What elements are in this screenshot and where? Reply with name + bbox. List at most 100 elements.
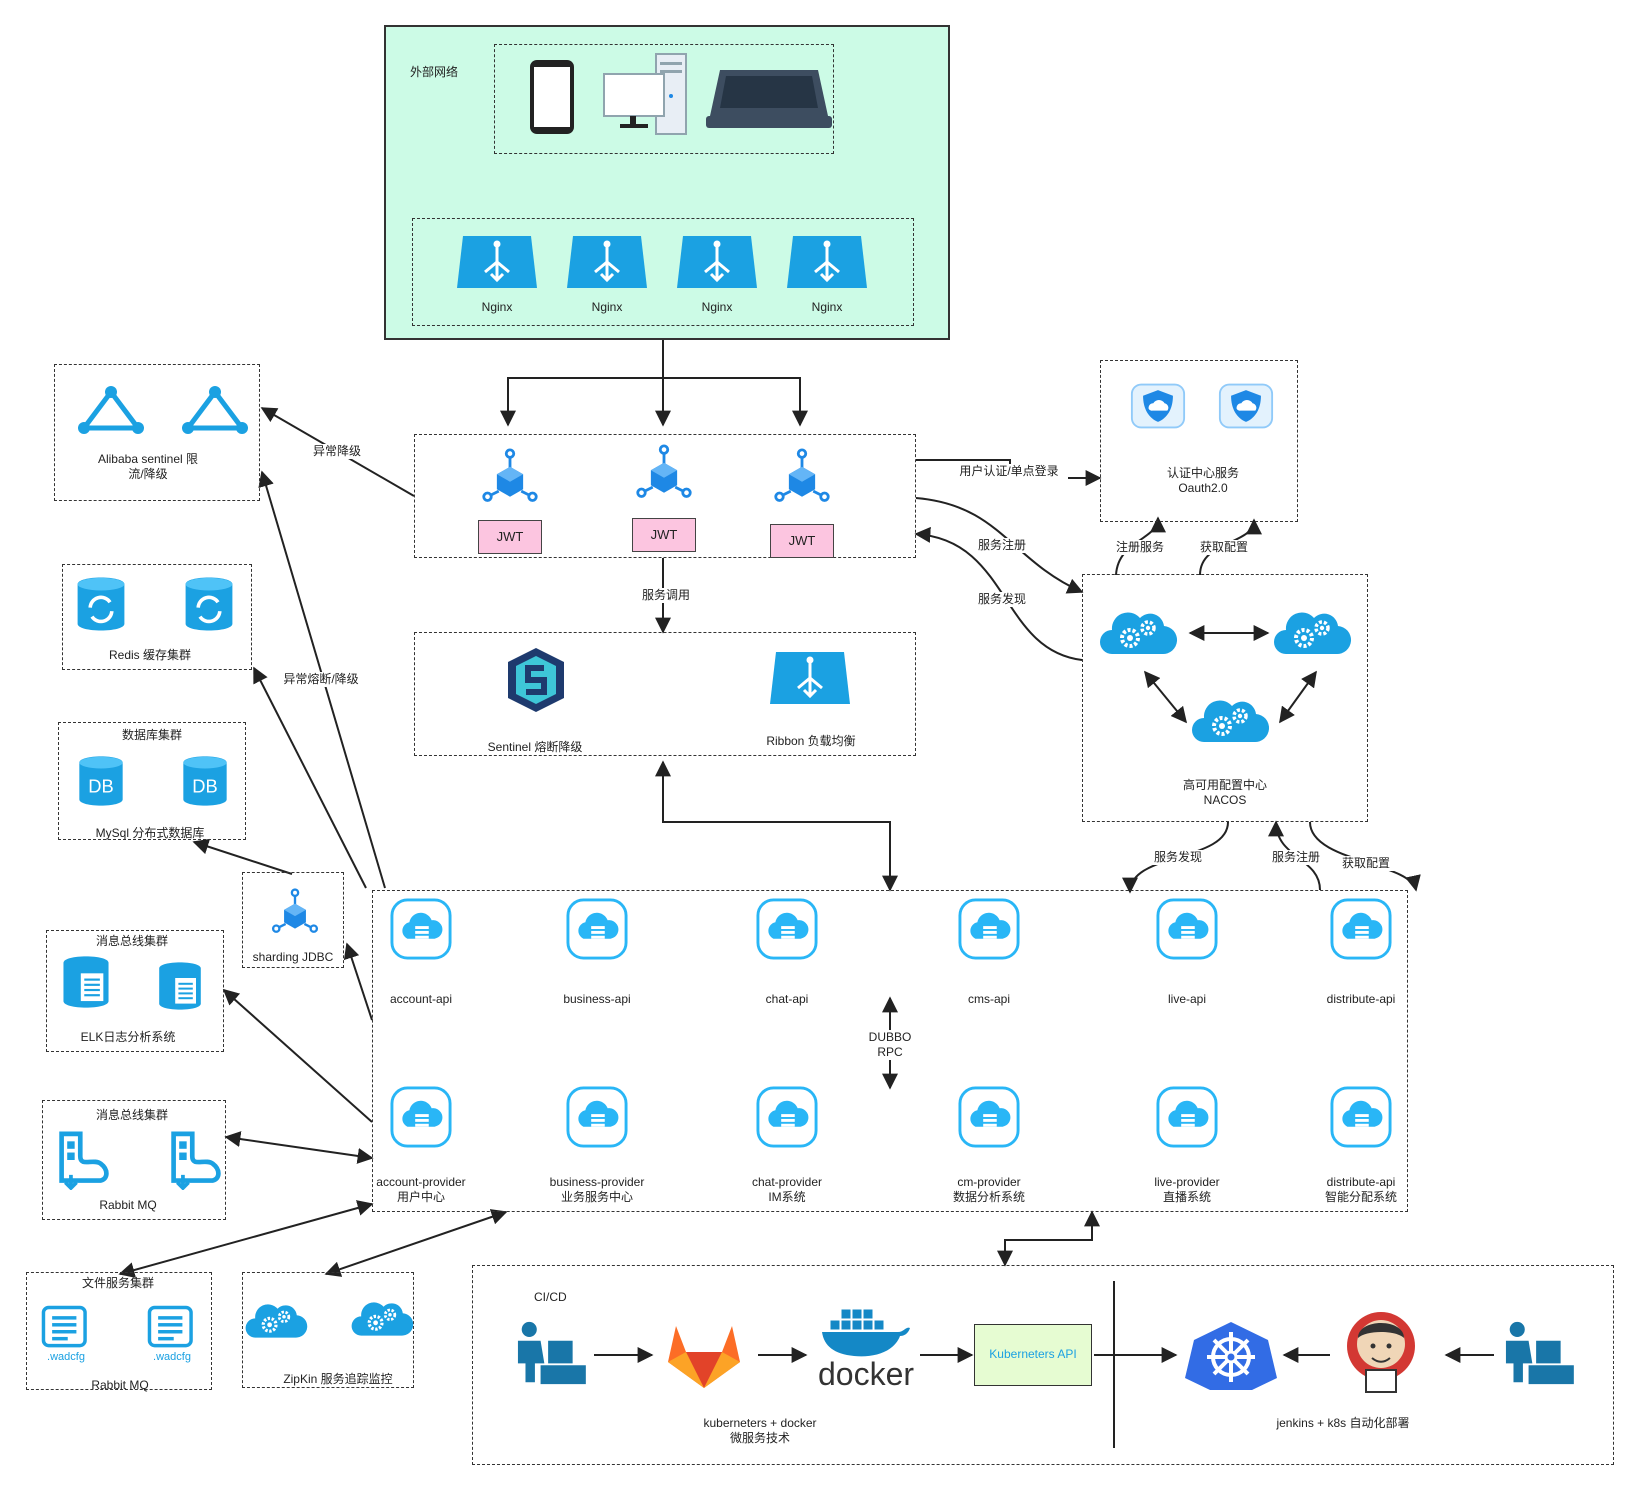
ribbon-label: Ribbon 负载均衡 xyxy=(766,734,856,748)
kubernetes-icon xyxy=(1185,1322,1277,1390)
sentinel-triangle-icon xyxy=(180,386,250,436)
nginx-label: Nginx xyxy=(591,300,623,314)
provider-service-icon xyxy=(390,1086,452,1148)
sentinel-label: Alibaba sentinel 限 流/降级 xyxy=(97,452,199,481)
oauth-shield-icon xyxy=(1130,382,1186,430)
provider-label: cm-provider 数据分析系统 xyxy=(952,1175,1025,1204)
zipkin-group xyxy=(242,1272,414,1388)
laptop-icon xyxy=(706,70,832,128)
cicd-left-label: kuberneters + docker 微服务技术 xyxy=(703,1416,817,1445)
cicd-group xyxy=(472,1265,1614,1465)
nginx-icon xyxy=(455,234,539,290)
clients-group xyxy=(494,44,834,154)
rabbitmq-icon xyxy=(56,1130,112,1190)
nginx-icon xyxy=(675,234,759,290)
developer-icon xyxy=(512,1320,588,1386)
sentinel-fuse-label: Sentinel 熔断降级 xyxy=(487,740,583,754)
nginx-icon xyxy=(565,234,649,290)
file-icon-label: .wadcfg xyxy=(153,1351,191,1363)
redis-label: Redis 缓存集群 xyxy=(108,648,191,662)
api-label: cms-api xyxy=(967,992,1010,1006)
sentinel-group xyxy=(54,364,260,501)
api-service-icon xyxy=(1330,898,1392,960)
docker-text: docker xyxy=(817,1356,915,1392)
rpc-label: DUBBO RPC xyxy=(860,1030,920,1060)
elk-log-icon xyxy=(156,960,204,1012)
rabbitmq-label: Rabbit MQ xyxy=(99,1198,157,1212)
api-label: business-api xyxy=(563,992,631,1006)
jenkins-icon xyxy=(1347,1312,1415,1393)
nacos-gear-cloud-icon xyxy=(1098,602,1178,662)
jwt-badge: JWT xyxy=(632,518,696,552)
elk-title: 消息总线集群 xyxy=(95,934,168,948)
edge-label-register: 服务注册 xyxy=(972,538,1032,553)
zipkin-gear-icon xyxy=(244,1282,308,1358)
provider-label: live-provider 直播系统 xyxy=(1154,1175,1220,1204)
zipkin-label: ZipKin 服务追踪监控 xyxy=(283,1372,393,1386)
edge-label-discover-nacos: 服务发现 xyxy=(1148,850,1208,865)
edge-label-config-nacos: 获取配置 xyxy=(1336,856,1396,871)
edge-label-config-oauth: 获取配置 xyxy=(1194,540,1254,555)
operator-icon xyxy=(1500,1320,1576,1386)
api-service-icon xyxy=(390,898,452,960)
edge-label-register-nacos: 服务注册 xyxy=(1266,850,1326,865)
svg-text:DB: DB xyxy=(192,776,217,797)
kubernetes-api-label: Kuberneters API xyxy=(989,1347,1077,1361)
provider-label: distribute-api 智能分配系统 xyxy=(1324,1175,1397,1204)
gateway-group xyxy=(414,434,916,558)
provider-service-icon xyxy=(1330,1086,1392,1148)
oauth-label: 认证中心服务 Oauth2.0 xyxy=(1166,466,1239,495)
gateway-node-icon xyxy=(634,444,694,504)
nacos-label: 高可用配置中心 NACOS xyxy=(1182,778,1267,807)
oauth-group xyxy=(1100,360,1298,522)
api-label: chat-api xyxy=(765,992,809,1006)
provider-service-icon xyxy=(958,1086,1020,1148)
redis-cache-icon xyxy=(74,574,128,634)
kubernetes-api-box xyxy=(974,1324,1092,1386)
nacos-group xyxy=(1082,574,1368,822)
redis-group xyxy=(62,564,252,670)
edge-label-discover: 服务发现 xyxy=(972,592,1032,607)
elk-group xyxy=(46,930,224,1052)
cicd-title: CI/CD xyxy=(534,1290,567,1304)
provider-label: business-provider 业务服务中心 xyxy=(549,1175,645,1204)
api-label: live-api xyxy=(1167,992,1206,1006)
api-service-icon xyxy=(958,898,1020,960)
database-title: 数据库集群 xyxy=(121,728,182,742)
provider-label: account-provider 用户中心 xyxy=(376,1175,466,1204)
edge-label-register-oauth: 注册服务 xyxy=(1110,540,1170,555)
elk-log-icon xyxy=(60,954,112,1010)
sharding-label: sharding JDBC xyxy=(252,950,334,964)
external-network-label: 外部网络 xyxy=(410,65,459,79)
jwt-badge: JWT xyxy=(478,520,542,554)
microservices-group xyxy=(372,890,1408,1212)
rabbitmq-group xyxy=(42,1100,226,1220)
provider-service-icon xyxy=(1156,1086,1218,1148)
edge-label-auth: 用户认证/单点登录 xyxy=(950,464,1068,479)
provider-label: chat-provider IM系统 xyxy=(751,1175,823,1204)
gateway-node-icon xyxy=(772,448,832,508)
gateway-node-icon xyxy=(480,448,540,508)
rabbitmq-title: 消息总线集群 xyxy=(95,1108,168,1122)
file-icon xyxy=(40,1304,92,1356)
nacos-gear-cloud-icon xyxy=(1272,602,1352,662)
sharding-icon xyxy=(270,888,320,938)
nginx-label: Nginx xyxy=(481,300,513,314)
file-icon xyxy=(146,1304,198,1356)
file-service-title: 文件服务集群 xyxy=(81,1276,154,1290)
api-label: account-api xyxy=(389,992,453,1006)
sentinel-triangle-icon xyxy=(76,386,146,436)
nacos-gear-cloud-icon xyxy=(1190,690,1270,750)
docker-whale-icon xyxy=(822,1308,910,1357)
api-label: distribute-api xyxy=(1326,992,1396,1006)
phone-icon xyxy=(530,60,574,134)
redis-cache-icon xyxy=(182,574,236,634)
rabbitmq-icon xyxy=(168,1130,224,1190)
provider-service-icon xyxy=(566,1086,628,1148)
gitlab-icon xyxy=(668,1326,740,1388)
edge-label-call: 服务调用 xyxy=(636,588,696,603)
database-icon: DB xyxy=(76,750,126,812)
elk-label: ELK日志分析系统 xyxy=(80,1030,176,1044)
jwt-badge: JWT xyxy=(770,524,834,558)
file-service-label: Rabbit MQ xyxy=(91,1378,149,1392)
